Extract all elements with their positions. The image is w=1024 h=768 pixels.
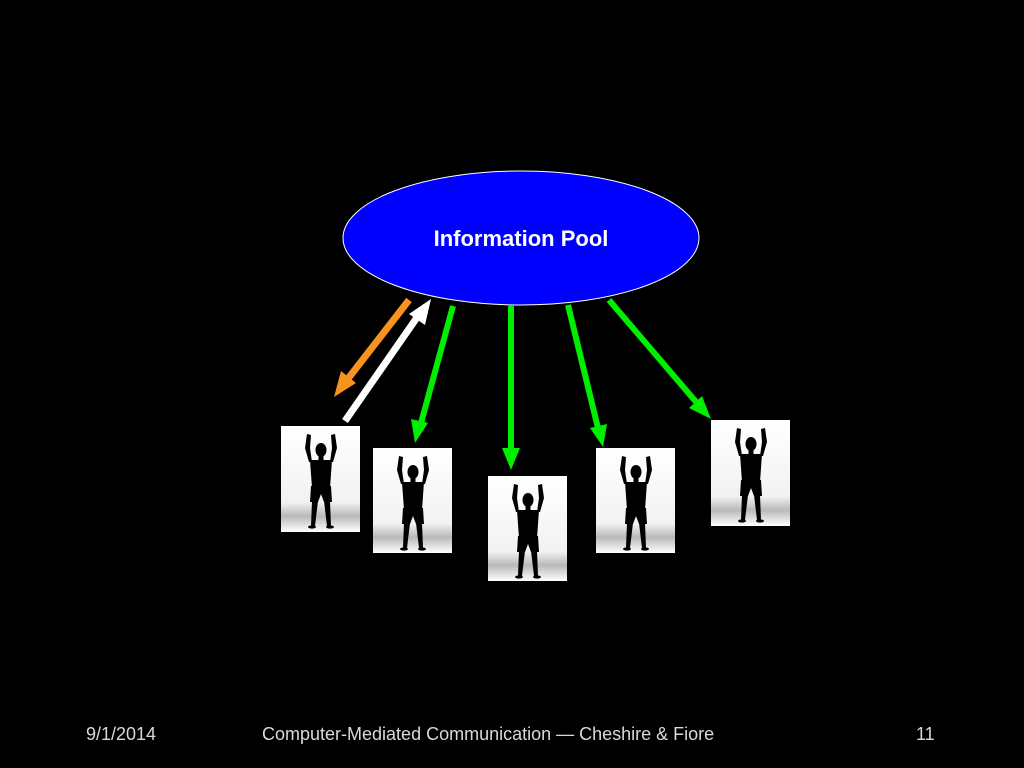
person-4 — [596, 448, 675, 553]
footer-page-number: 11 — [916, 724, 935, 744]
person-3 — [488, 476, 567, 581]
people — [281, 420, 790, 581]
receive-arrow-person-3 — [502, 305, 520, 470]
download-arrow-person-1 — [334, 297, 412, 397]
receive-arrow-person-5 — [606, 298, 711, 419]
person-1 — [281, 426, 360, 532]
information-pool: Information Pool — [342, 170, 700, 306]
person-2 — [373, 448, 452, 553]
information-pool-ellipse — [342, 170, 700, 306]
person-5 — [711, 420, 790, 526]
arrows — [334, 297, 711, 470]
footer-title: Computer-Mediated Communication — Cheshi… — [262, 724, 715, 744]
receive-arrow-person-4 — [565, 304, 607, 447]
footer-date: 9/1/2014 — [86, 724, 157, 744]
receive-arrow-person-2 — [411, 305, 456, 443]
information-pool-label: Information Pool — [434, 226, 609, 251]
upload-arrow-person-1 — [342, 299, 431, 423]
